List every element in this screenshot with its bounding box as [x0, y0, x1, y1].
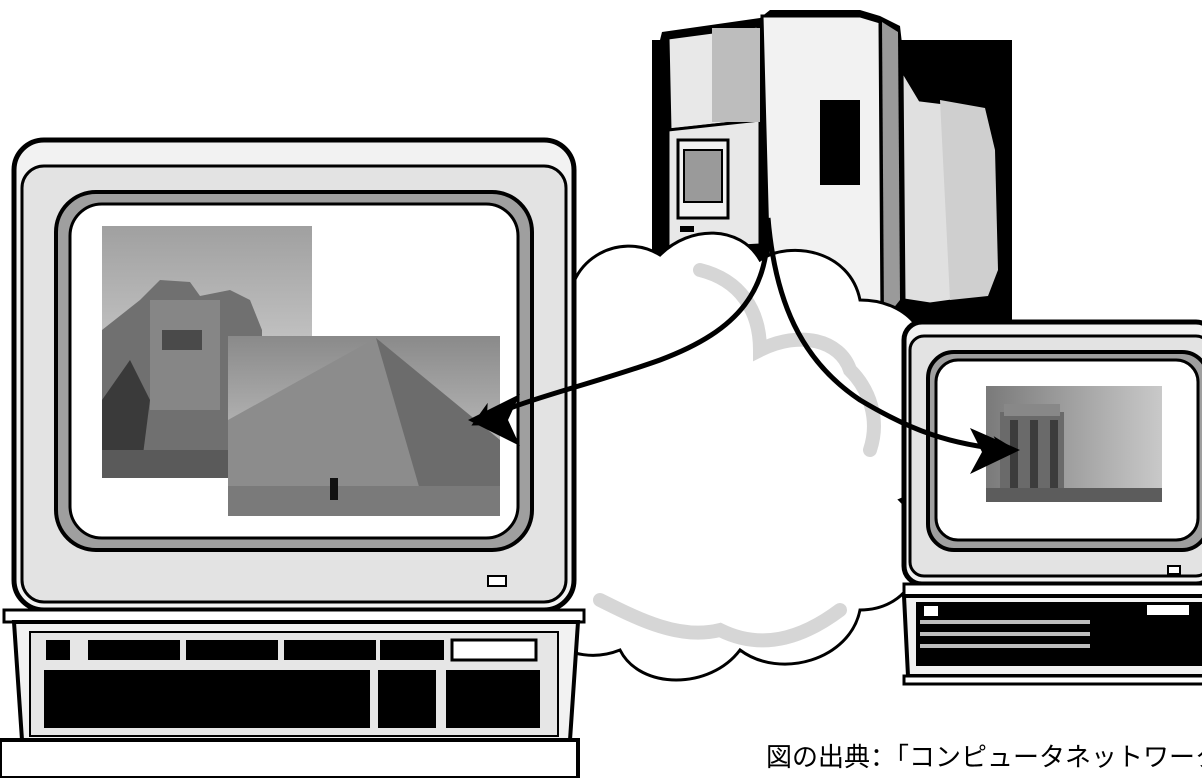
figure-caption: 図の出典：「コンピュータネットワーク — [766, 738, 1202, 778]
desktop-computer-icon — [904, 322, 1202, 684]
keyboard-icon — [0, 622, 578, 778]
photo-temple-egypt — [986, 386, 1162, 502]
desktop-computer-icon — [4, 140, 584, 622]
photo-pyramid — [228, 336, 500, 516]
